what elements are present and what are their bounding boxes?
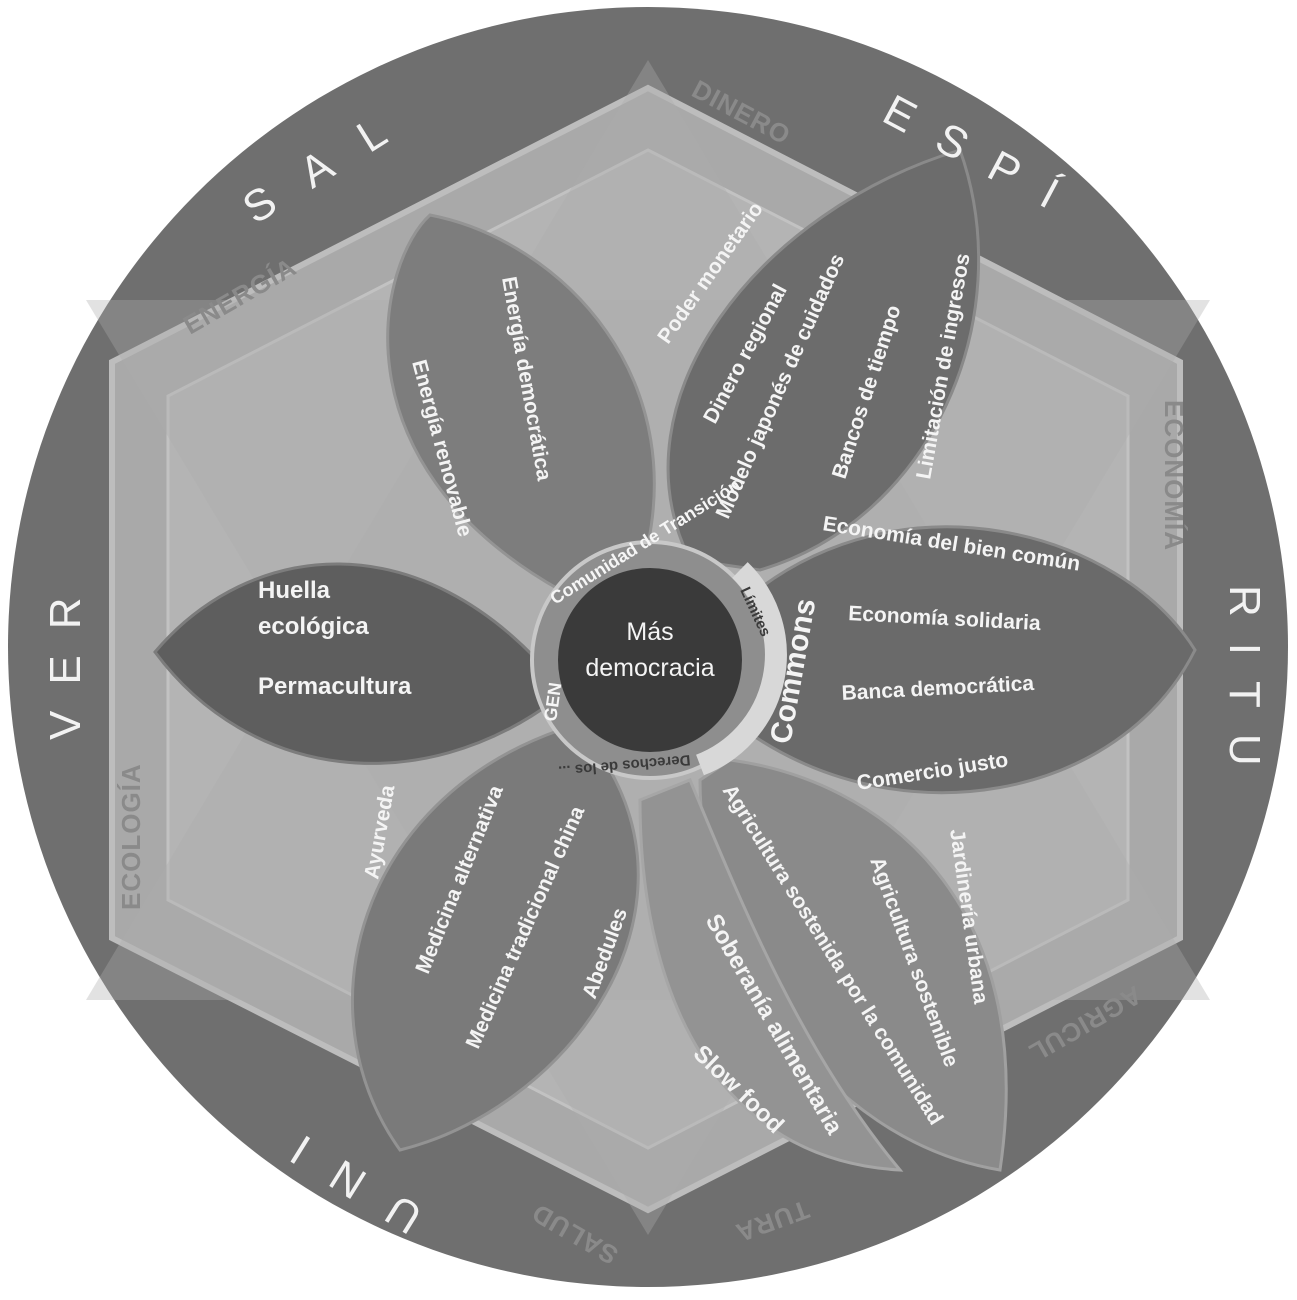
ring-right: RITU bbox=[1220, 585, 1269, 792]
corner-economia: ECONOMÍA bbox=[1159, 400, 1189, 551]
petal-label: Huella bbox=[258, 577, 331, 604]
center-line2: democracia bbox=[585, 654, 714, 682]
petal-label: ecológica bbox=[258, 613, 369, 640]
petal-label: Permacultura bbox=[258, 673, 412, 700]
center-line1: Más bbox=[626, 618, 673, 646]
corner-ecologia: ECOLOGÍA bbox=[116, 763, 146, 910]
ring-left: VER bbox=[41, 572, 90, 740]
